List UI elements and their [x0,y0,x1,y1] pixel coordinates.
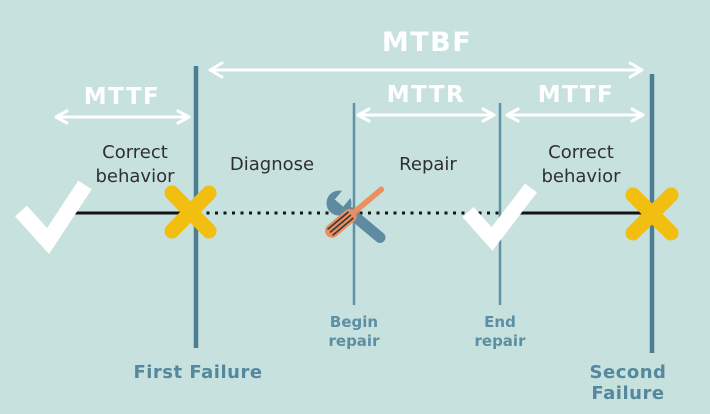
mtbf-label: MTBF [381,27,473,58]
first-failure-label: First Failure [133,362,263,383]
check-icon [462,183,537,251]
mttf-left-arrow [54,109,191,125]
mttf-right-label: MTTF [537,82,615,108]
phase-repair: Repair [399,154,457,175]
mttr-arrow [356,107,496,123]
second-failure-label: Second Failure [589,362,667,404]
phase-diagnose: Diagnose [229,154,315,175]
phase-correct-behavior-left: Correct behavior [95,142,175,187]
check-icon [15,180,92,255]
mttf-right-arrow [505,107,645,123]
repair-tools-icon [325,186,386,243]
end-repair-label: End repair [474,313,526,350]
failure-x-icon [164,185,217,239]
begin-repair-label: Begin repair [328,313,380,350]
mttr-label: MTTR [386,82,466,108]
mttf-left-label: MTTF [83,84,161,110]
mtbf-arrow [208,61,644,79]
failure-x-icon [625,187,679,241]
phase-correct-behavior-right: Correct behavior [541,142,621,187]
